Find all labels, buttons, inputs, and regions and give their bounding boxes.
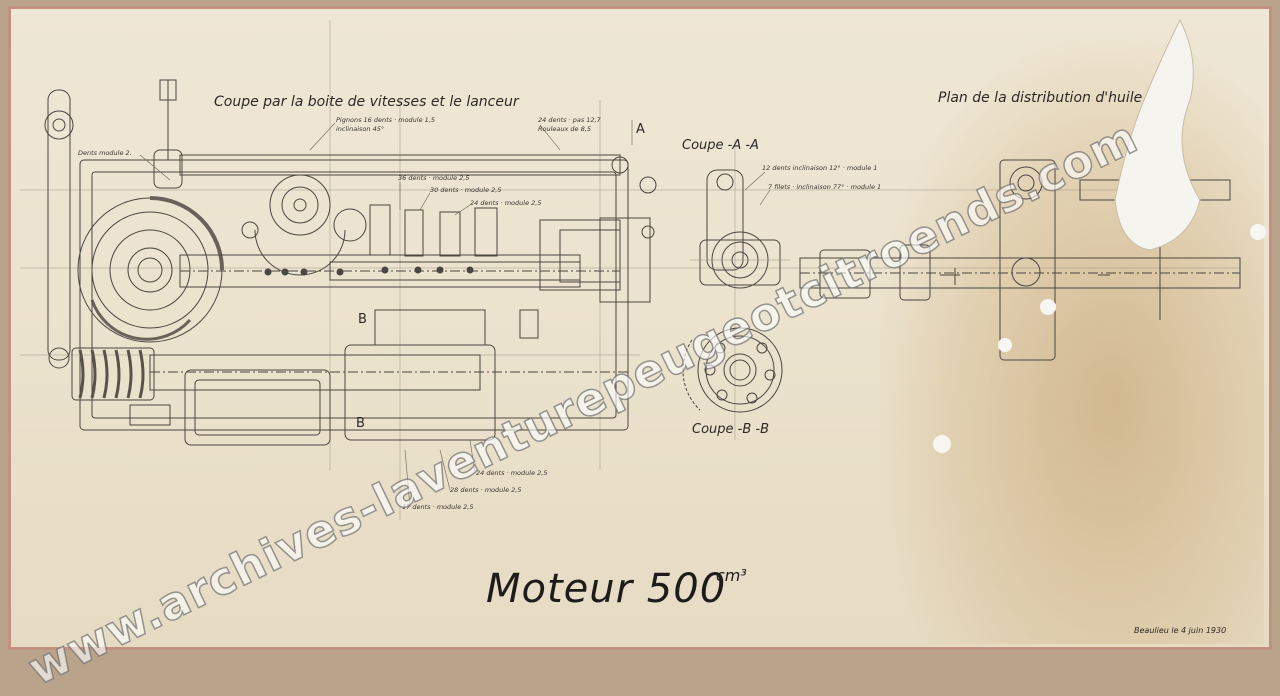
annotation-dents-module2: Dents module 2. (78, 149, 132, 157)
annotation-inclinaison: inclinaison 45° (336, 125, 385, 133)
drawing-title: Moteur 500 (486, 566, 727, 612)
annotation-dents-pas: 24 dents · pas 12,7 (538, 116, 601, 124)
pin-hole (998, 338, 1012, 352)
pin-hole (1250, 224, 1266, 240)
annotation-12-dents: 12 dents inclinaison 12° · module 1 (762, 164, 878, 172)
section-aa-drawing (690, 169, 790, 289)
lanceur-lever (44, 79, 183, 369)
drawing-title-unit: cm³ (716, 566, 747, 585)
annotation-pignons: Pignons 16 dents · module 1,5 (336, 116, 435, 124)
leader-lines (139, 120, 771, 508)
annotation-24-dents-b: 24 dents · module 2,5 (476, 469, 548, 477)
flywheel (77, 196, 224, 343)
mark-b-bottom: B (356, 416, 365, 431)
pin-hole (933, 435, 951, 453)
heading-oil-distribution: Plan de la distribution d'huile (938, 90, 1143, 106)
section-bb-drawing (682, 327, 783, 413)
mark-a: A (636, 122, 645, 137)
annotation-rouleaux: Rouleaux de 8,5 (538, 125, 591, 133)
annotation-36-dents: 36 dents · module 2,5 (398, 174, 470, 182)
paper-tear (1114, 18, 1201, 251)
mark-b-top: B (358, 312, 367, 327)
annotation-30-dents: 30 dents · module 2,5 (430, 186, 502, 194)
water-stain (880, 40, 1264, 644)
gearbox-housing (79, 154, 657, 446)
gear-balls (264, 266, 474, 276)
annotation-17-dents: 17 dents · module 2,5 (402, 503, 474, 511)
engine-drawing (20, 18, 1266, 520)
section-bb-label: Coupe -B -B (692, 422, 770, 437)
heading-gearbox: Coupe par la boite de vitesses et le lan… (214, 94, 519, 110)
annotation-24-dents-a: 24 dents · module 2,5 (470, 199, 542, 207)
annotation-28-dents: 28 dents · module 2,5 (450, 486, 522, 494)
annotation-filets: 7 filets · inclinaison 77° · module 1 (768, 183, 882, 191)
gear-pinions (241, 174, 539, 346)
section-aa-label: Coupe -A -A (682, 138, 759, 153)
lanceur-spring (71, 347, 630, 426)
pin-hole (1040, 299, 1056, 315)
signature-date: Beaulieu le 4 juin 1930 (1134, 626, 1227, 635)
